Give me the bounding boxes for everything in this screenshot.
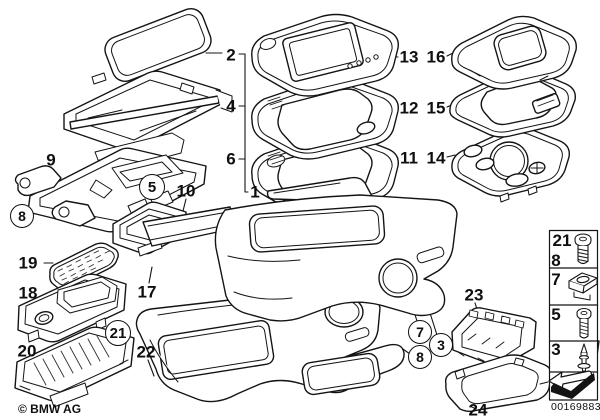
part-16-controller-cover <box>451 15 577 90</box>
direction-arrow-icon <box>548 370 595 399</box>
callout-circled-8-right[interactable]: 8 <box>408 345 432 369</box>
part-14-controller-panel <box>451 126 570 203</box>
part-24-lower-frame <box>444 354 553 412</box>
part-19-rubber-mat <box>49 242 119 291</box>
callout-circled-7[interactable]: 7 <box>408 320 432 344</box>
callout-15[interactable]: 15 <box>426 98 446 118</box>
callout-14[interactable]: 14 <box>426 148 446 168</box>
legend-label-8[interactable]: 8 <box>551 251 561 270</box>
callout-23[interactable]: 23 <box>464 285 484 305</box>
callout-10[interactable]: 10 <box>176 181 196 201</box>
callout-circled-3[interactable]: 3 <box>429 333 453 357</box>
legend-label-3[interactable]: 3 <box>551 340 561 359</box>
callout-9[interactable]: 9 <box>46 150 56 170</box>
part-20-tray-ribbed <box>14 326 135 408</box>
callout-22[interactable]: 22 <box>136 342 156 362</box>
callout-16[interactable]: 16 <box>426 47 446 67</box>
callout-20[interactable]: 20 <box>17 341 37 361</box>
callout-17[interactable]: 17 <box>137 282 157 302</box>
callout-1[interactable]: 1 <box>250 182 260 202</box>
callout-circled-8-left[interactable]: 8 <box>10 204 34 228</box>
callout-13[interactable]: 13 <box>399 47 419 67</box>
callout-12[interactable]: 12 <box>399 98 419 118</box>
part-13-shifter-cover-top <box>251 13 399 97</box>
document-number: 00169883 <box>551 401 600 413</box>
callout-circled-5[interactable]: 5 <box>139 174 165 200</box>
part-15-controller-frame <box>449 67 576 138</box>
screw-long-icon <box>576 307 592 339</box>
expansion-rivet-icon <box>577 343 591 372</box>
copyright-text: © BMW AG <box>18 402 82 416</box>
screw-short-icon <box>574 233 592 265</box>
clip-nut-icon <box>568 272 598 301</box>
part-2-armrest-lid <box>104 7 212 83</box>
part-17-console-trim-upper <box>142 194 458 322</box>
callout-11[interactable]: 11 <box>400 148 418 168</box>
callout-4[interactable]: 4 <box>226 96 236 116</box>
legend-label-21[interactable]: 21 <box>552 231 572 250</box>
callout-18[interactable]: 18 <box>18 283 38 303</box>
part-23-mounting-bracket <box>451 307 537 368</box>
callout-6[interactable]: 6 <box>226 149 236 169</box>
callout-24[interactable]: 24 <box>468 400 488 420</box>
part-4-slide-frame <box>63 70 233 151</box>
callout-2[interactable]: 2 <box>226 45 236 65</box>
callout-19[interactable]: 19 <box>18 253 38 273</box>
legend-label-5[interactable]: 5 <box>551 305 561 324</box>
callout-circled-21[interactable]: 21 <box>105 320 131 346</box>
part-12-shifter-cover-mid <box>251 76 399 160</box>
legend-label-7[interactable]: 7 <box>551 270 561 289</box>
